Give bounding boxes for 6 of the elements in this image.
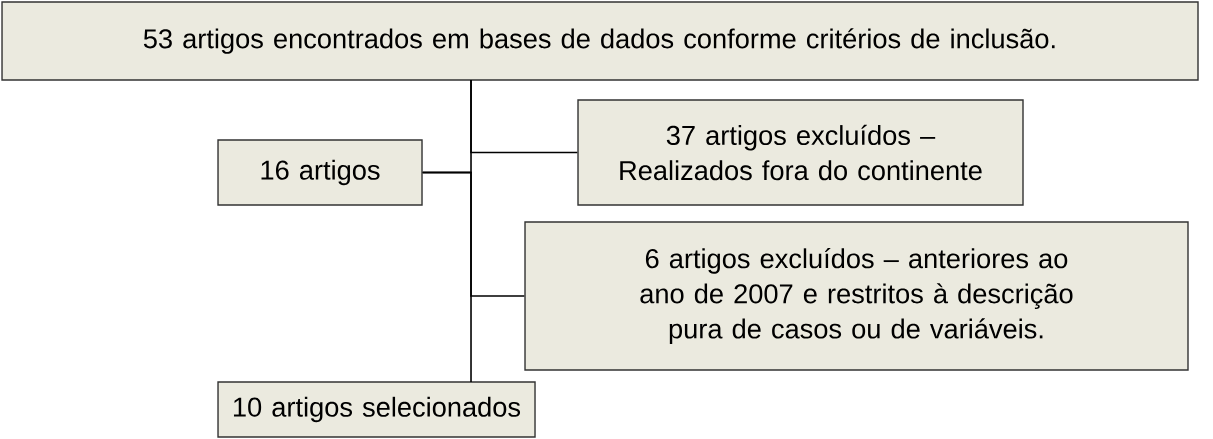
process-box: 16 artigos bbox=[217, 139, 423, 206]
process-box: 37 artigos excluídos – Realizados fora do continente bbox=[577, 99, 1024, 206]
process-box: 53 artigos encontrados em bases de dados conforme critérios de inclusão. bbox=[1, 1, 1199, 81]
connector-line bbox=[421, 171, 472, 383]
process-box: 10 artigos selecionados bbox=[217, 381, 536, 438]
process-box: 6 artigos excluídos – anteriores ao ano de 2007 e restritos à descrição pura de casos ou de variáveis. bbox=[524, 221, 1189, 371]
